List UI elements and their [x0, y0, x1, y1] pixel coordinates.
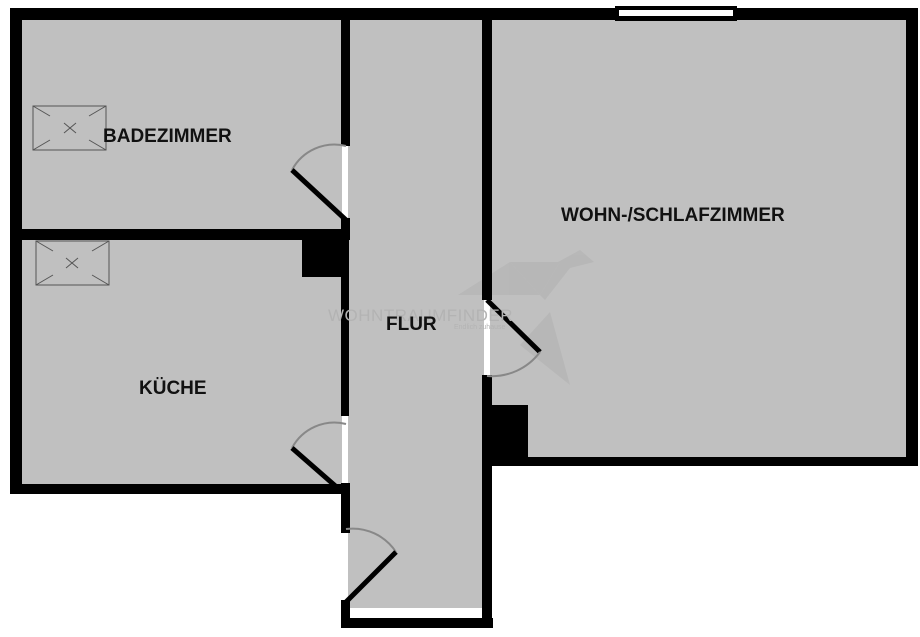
door-kueche [290, 421, 347, 492]
watermark-brand: WOHNTRAUMFINDER [328, 306, 514, 325]
door-wohn [485, 298, 542, 378]
room-label-flur: FLUR [386, 314, 437, 335]
door-badezimmer [290, 143, 348, 222]
watermark-tagline: Endlich zuhause [454, 324, 506, 331]
window [615, 6, 737, 21]
room-label-badezimmer: BADEZIMMER [103, 126, 232, 147]
floor-flur [348, 18, 484, 608]
room-label-wohn: WOHN-/SCHLAFZIMMER [561, 205, 785, 226]
floor-wohn [490, 18, 908, 458]
skylight-bad-icon [32, 105, 107, 151]
floor-badezimmer [20, 18, 342, 230]
floor-kueche [20, 240, 342, 486]
walls [10, 8, 918, 628]
door-entrance [344, 527, 398, 604]
floor-areas [20, 18, 908, 608]
room-label-kueche: KÜCHE [139, 378, 207, 399]
watermark-bird-icon [458, 250, 594, 385]
skylight-kueche-icon [35, 240, 110, 286]
